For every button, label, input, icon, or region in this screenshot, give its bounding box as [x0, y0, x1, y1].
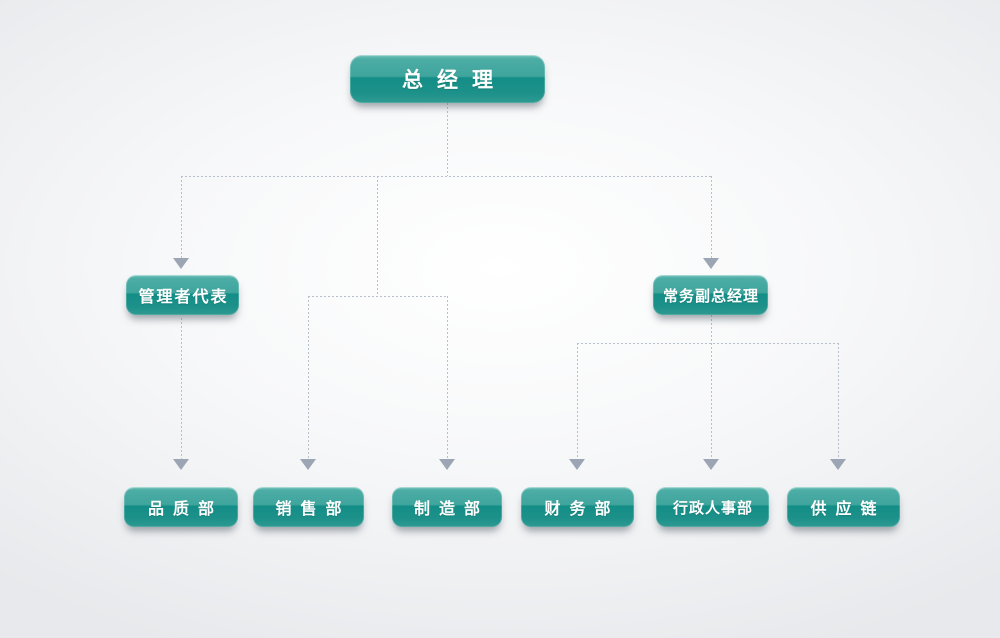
node-management-rep: 管理者代表 — [126, 275, 239, 315]
arrow-down-icon — [300, 459, 316, 470]
node-label: 品质部 — [147, 501, 223, 518]
connector-sub-horizontal — [308, 296, 447, 297]
arrow-down-icon — [703, 258, 719, 269]
connector-deputy-branch — [711, 315, 712, 343]
connector-mid-branch — [377, 176, 378, 296]
node-label: 行政人事部 — [672, 499, 753, 517]
connector-to-deputy-gm — [711, 176, 712, 258]
node-sales-dept: 销售部 — [253, 487, 364, 527]
node-quality-dept: 品质部 — [124, 487, 238, 527]
node-label: 销售部 — [275, 501, 351, 518]
connector-to-supply-chain — [838, 343, 839, 459]
connector-right-horizontal — [577, 343, 838, 344]
arrow-down-icon — [703, 459, 719, 470]
connector-root-down — [447, 103, 448, 176]
connector-to-hr-admin — [711, 343, 712, 459]
node-finance-dept: 财务部 — [521, 487, 634, 527]
arrow-down-icon — [569, 459, 585, 470]
node-label: 财务部 — [544, 501, 620, 518]
connector-to-sales — [308, 296, 309, 459]
node-hr-admin-dept: 行政人事部 — [656, 487, 769, 527]
node-general-manager: 总经理 — [350, 55, 545, 103]
node-deputy-general-manager: 常务副总经理 — [653, 275, 768, 315]
node-label: 制造部 — [413, 501, 489, 518]
connector-to-mgmt-rep — [181, 176, 182, 258]
connector-to-finance — [577, 343, 578, 459]
node-label: 供应链 — [810, 501, 886, 518]
connector-main-horizontal — [181, 176, 712, 177]
connector-to-manufacturing — [447, 296, 448, 459]
node-label: 管理者代表 — [138, 289, 229, 306]
node-label: 总经理 — [402, 69, 507, 92]
node-manufacturing-dept: 制造部 — [392, 487, 502, 527]
arrow-down-icon — [173, 459, 189, 470]
node-supply-chain: 供应链 — [787, 487, 900, 527]
arrow-down-icon — [830, 459, 846, 470]
arrow-down-icon — [439, 459, 455, 470]
arrow-down-icon — [173, 258, 189, 269]
node-label: 常务副总经理 — [662, 287, 759, 305]
connector-to-quality — [181, 318, 182, 459]
